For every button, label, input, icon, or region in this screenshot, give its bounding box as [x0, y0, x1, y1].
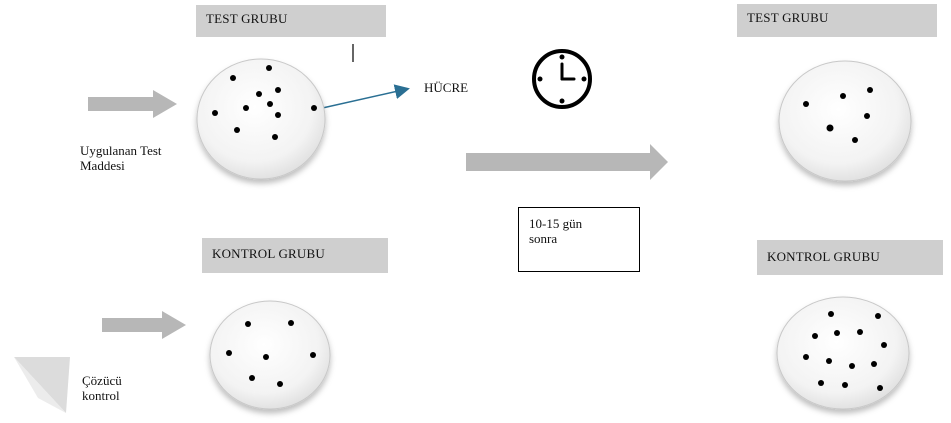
cell-dot — [226, 350, 232, 356]
cell-dot — [234, 127, 240, 133]
cell-dot — [275, 112, 281, 118]
block-arrow-icon — [466, 144, 668, 180]
cell-dot — [310, 352, 316, 358]
cell-dot — [267, 101, 273, 107]
applied-test-substance-line1: Uygulanan Test — [80, 143, 162, 158]
petri-dish-icon — [778, 60, 912, 182]
clock-icon — [532, 49, 592, 109]
petri-dish-icon — [196, 58, 326, 180]
cell-dot — [288, 320, 294, 326]
cell-dot — [311, 105, 317, 111]
test-group-left-title: TEST GRUBU — [196, 5, 386, 37]
cell-dot — [867, 87, 873, 93]
cell-label: HÜCRE — [424, 80, 469, 95]
cell-dot — [864, 113, 870, 119]
block-arrow-icon — [102, 311, 186, 339]
cell-dot — [875, 313, 881, 319]
applied-test-substance-line2: Maddesi — [80, 158, 125, 173]
cell-dot — [266, 65, 272, 71]
petri-dish-icon — [209, 300, 331, 410]
control-group-left-title: KONTROL GRUBU — [202, 238, 388, 273]
test-group-right-title: TEST GRUBU — [737, 4, 937, 37]
control-group-right-title: KONTROL GRUBU — [757, 240, 943, 275]
cell-dot — [826, 358, 832, 364]
cell-dot — [849, 363, 855, 369]
cell-dot — [212, 110, 218, 116]
cell-dot — [834, 330, 840, 336]
cell-dot — [842, 382, 848, 388]
time-box-line2: sonra — [529, 231, 558, 246]
page-curl-corner — [14, 357, 70, 413]
cell-dot — [803, 354, 809, 360]
cell-dot — [272, 134, 278, 140]
cell-dot — [277, 381, 283, 387]
solvent-control-label: Çözücü kontrol — [82, 373, 122, 403]
cell-dot — [812, 333, 818, 339]
cell-dot — [828, 311, 834, 317]
cell-dot — [245, 321, 251, 327]
cell-dot — [275, 87, 281, 93]
cell-dot — [263, 354, 269, 360]
cell-dot — [256, 91, 262, 97]
cell-pointer-arrow — [317, 84, 410, 110]
cell-dot — [881, 342, 887, 348]
petri-dish-icon — [776, 296, 910, 410]
time-box-line1: 10-15 gün — [529, 216, 583, 231]
cell-dot — [852, 137, 858, 143]
cell-dot — [877, 385, 883, 391]
cell-dot — [857, 329, 863, 335]
cell-dot — [243, 105, 249, 111]
cell-dot — [818, 380, 824, 386]
cell-dot — [871, 361, 877, 367]
time-box: 10-15 gün sonra — [518, 207, 640, 272]
solvent-control-line2: kontrol — [82, 388, 120, 403]
block-arrow-icon — [88, 90, 177, 118]
solvent-control-line1: Çözücü — [82, 373, 122, 388]
cell-dot — [249, 375, 255, 381]
cell-dot — [826, 124, 834, 132]
applied-test-substance-label: Uygulanan Test Maddesi — [80, 143, 162, 173]
cell-dot — [803, 101, 809, 107]
cell-dot — [840, 93, 846, 99]
cell-dot — [230, 75, 236, 81]
